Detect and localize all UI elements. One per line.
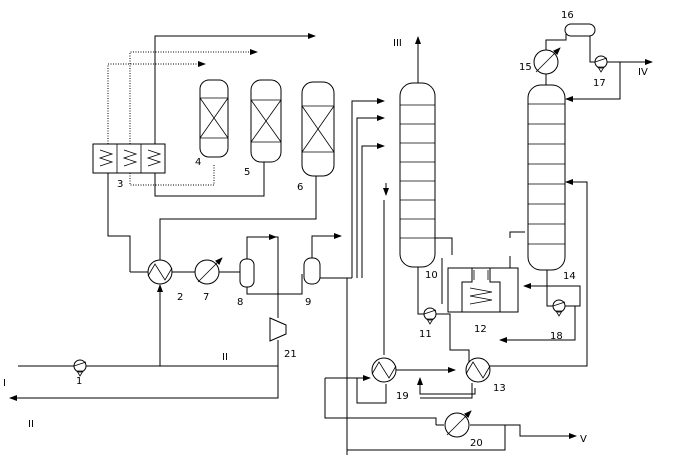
stream-label-product-v: V <box>580 434 587 445</box>
label-eq15: 15 <box>519 62 532 73</box>
label-eq11: 11 <box>419 329 432 340</box>
cooler-20 <box>444 410 472 438</box>
cooler-7 <box>194 257 223 285</box>
column-10 <box>399 82 436 268</box>
label-eq21: 21 <box>284 349 297 360</box>
furnace-3 <box>92 143 166 174</box>
stream-labels: I II II III IV V <box>3 38 648 445</box>
stream-label-feed: I <box>3 378 6 389</box>
pump-1 <box>73 359 87 377</box>
label-eq4: 4 <box>195 157 201 168</box>
pump-18 <box>552 299 566 317</box>
label-eq5: 5 <box>244 167 250 178</box>
heat-exchanger-19 <box>371 357 397 383</box>
label-eq8: 8 <box>237 297 243 308</box>
condenser-15 <box>533 47 561 75</box>
reboiler-12 <box>447 267 519 313</box>
label-eq17: 17 <box>593 78 606 89</box>
label-eq1: 1 <box>76 376 82 387</box>
label-eq18: 18 <box>550 331 563 342</box>
label-eq19: 19 <box>396 391 409 402</box>
label-eq2: 2 <box>177 292 183 303</box>
label-eq12: 12 <box>474 324 487 335</box>
stream-label-overhead-gas: III <box>393 38 402 49</box>
label-eq13: 13 <box>493 383 506 394</box>
compressor-21 <box>269 317 287 342</box>
pump-11 <box>423 307 437 325</box>
stream-label-recycle-gas: II <box>222 352 228 363</box>
label-eq6: 6 <box>297 182 303 193</box>
heat-exchanger-2 <box>147 259 173 285</box>
heat-exchanger-13 <box>465 357 491 383</box>
stream-label-product-iv: IV <box>638 67 648 78</box>
reactor-5 <box>250 79 282 163</box>
column-14 <box>527 84 566 271</box>
label-eq7: 7 <box>203 292 209 303</box>
reactor-6 <box>301 81 335 177</box>
piping <box>9 33 653 455</box>
label-eq20: 20 <box>470 438 483 449</box>
reactor-4 <box>199 79 229 158</box>
label-eq14: 14 <box>563 271 576 282</box>
label-eq9: 9 <box>305 297 311 308</box>
separator-8 <box>239 258 255 288</box>
separator-9 <box>303 257 321 285</box>
label-eq16: 16 <box>561 10 574 21</box>
equipment-number-labels: 1 2 3 4 5 6 7 8 9 10 11 12 13 14 15 16 1… <box>76 10 606 449</box>
reflux-drum-16 <box>564 23 596 37</box>
label-eq10: 10 <box>425 270 438 281</box>
label-eq3: 3 <box>117 179 123 190</box>
stream-label-gas-out: II <box>28 419 34 430</box>
pump-17 <box>594 55 608 73</box>
